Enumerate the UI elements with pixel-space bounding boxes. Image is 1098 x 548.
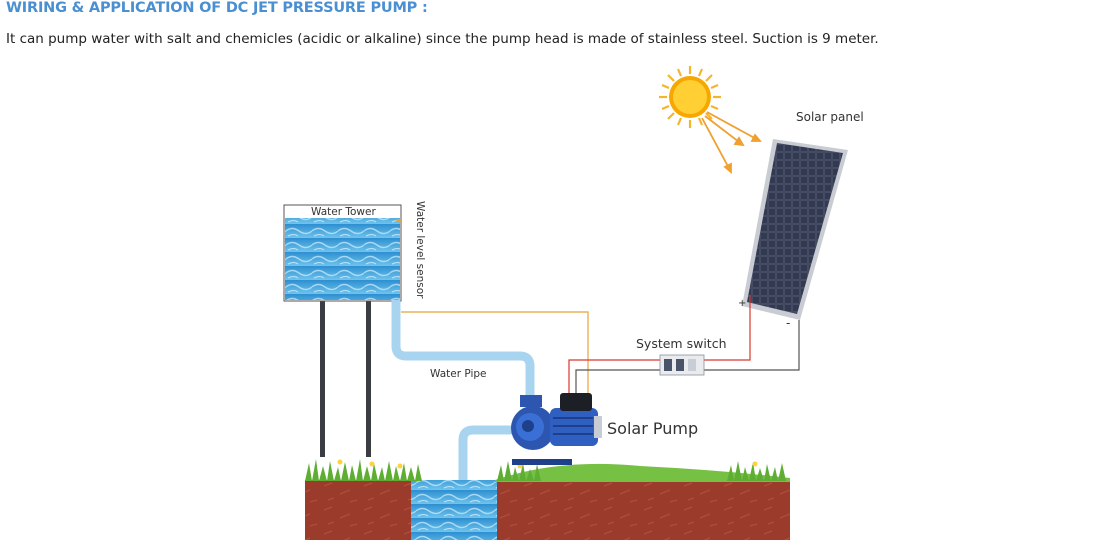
page-description: It can pump water with salt and chemicle… — [6, 31, 879, 47]
page-title: WIRING & APPLICATION OF DC JET PRESSURE … — [6, 0, 428, 16]
water-tower-icon — [283, 204, 402, 457]
solar-pump-label: Solar Pump — [607, 419, 698, 438]
sun-icon — [659, 66, 762, 174]
water-tower-label: Water Tower — [311, 206, 376, 218]
switch-icon — [659, 354, 705, 376]
pump-wire — [568, 359, 660, 394]
solar-panel-icon — [742, 139, 848, 320]
negative-wire — [704, 320, 800, 371]
grass-icon — [305, 459, 786, 481]
solar-panel-label: Solar panel — [796, 110, 864, 124]
pump-icon — [511, 393, 602, 465]
water-pipe-label: Water Pipe — [430, 368, 487, 380]
water-pipe — [391, 300, 535, 400]
suction-pipe — [458, 425, 525, 515]
system-switch-label: System switch — [636, 336, 727, 351]
positive-wire — [704, 295, 751, 361]
water-level-sensor-label: Water level sensor — [414, 201, 426, 299]
sensor-wire — [401, 311, 589, 394]
ground — [305, 463, 790, 540]
positive-terminal: + — [738, 298, 746, 309]
negative-terminal: - — [786, 316, 790, 330]
water-well — [411, 480, 497, 540]
pump-negative-wire — [575, 369, 660, 394]
